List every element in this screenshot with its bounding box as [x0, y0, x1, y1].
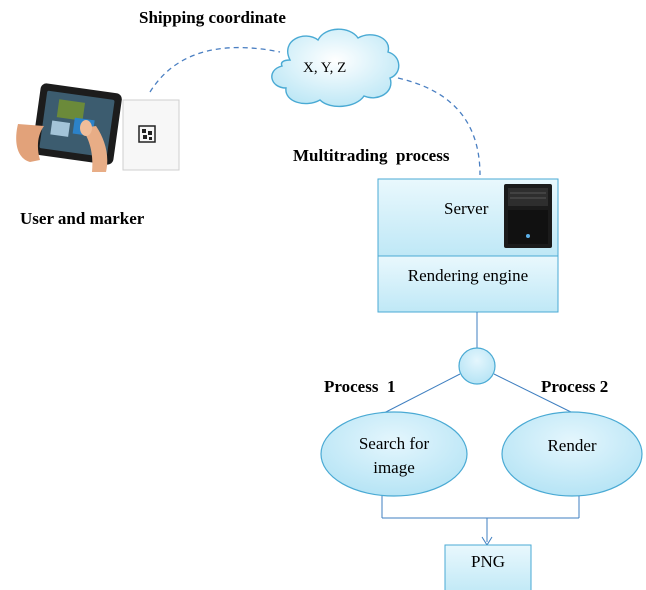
qr-marker-icon	[122, 99, 180, 171]
png-label: PNG	[470, 552, 505, 571]
connector-junction-render	[493, 373, 576, 415]
cloud-icon	[271, 28, 400, 107]
search-for-image-line-1: Search for	[358, 434, 430, 453]
shipping-coordinate-label: Shipping coordinate	[139, 8, 286, 27]
process-1-label: Process 1	[324, 377, 396, 396]
user-and-marker-label: User and marker	[20, 209, 145, 228]
render-ellipse	[501, 411, 643, 497]
server-label: Server	[444, 199, 489, 218]
search-for-image-label: Search for image	[321, 432, 467, 480]
server-tower-icon	[504, 184, 552, 248]
render-label: Render	[547, 436, 597, 455]
dashed-link-user-cloud	[149, 46, 281, 93]
junction-node	[458, 347, 496, 385]
rendering-engine-box	[377, 255, 559, 313]
png-box	[444, 544, 532, 590]
cloud-xyz-label: X, Y, Z	[303, 60, 347, 76]
process-2-label: Process 2	[541, 377, 609, 396]
search-for-image-line-2: image	[373, 458, 415, 477]
tablet-ar-icon	[16, 83, 122, 172]
multitrading-process-label: Multitrading process	[293, 146, 450, 165]
rendering-engine-label: Rendering engine	[407, 266, 529, 285]
connector-junction-search	[381, 373, 461, 415]
search-ellipse	[320, 411, 468, 497]
dashed-link-cloud-server	[397, 77, 481, 176]
